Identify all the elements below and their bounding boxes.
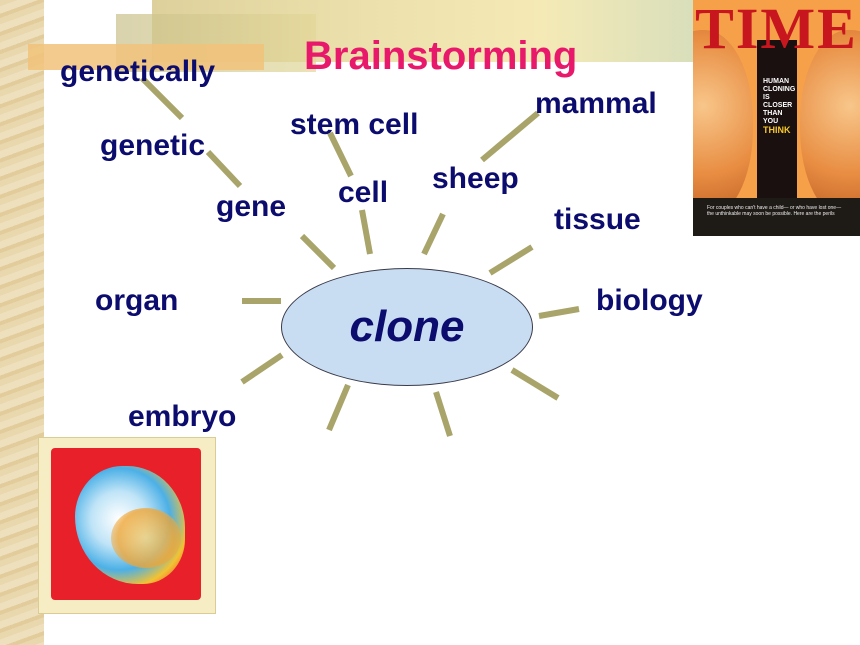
ray-genetic [205, 149, 243, 189]
word-genetic: genetic [100, 129, 206, 162]
word-tissue: tissue [554, 203, 641, 236]
word-mammal: mammal [535, 87, 657, 120]
ray-bottom-center [433, 391, 453, 437]
ray-genetically [139, 75, 185, 121]
word-embryo: embryo [128, 400, 237, 433]
ray-gene [299, 233, 337, 271]
magazine-footer-text: For couples who can't have a child— or w… [707, 205, 842, 217]
ray-stem-cell [327, 131, 354, 178]
word-sheep: sheep [432, 162, 519, 195]
word-cell: cell [338, 176, 389, 209]
center-ellipse: clone [281, 268, 533, 386]
cell-nucleus [111, 508, 181, 568]
word-organ: organ [95, 284, 179, 317]
ray-sheep [421, 212, 446, 256]
magazine-masthead: TIME [695, 0, 858, 61]
header-orange-strip [28, 44, 264, 70]
ray-bottom-left [326, 383, 351, 432]
ray-embryo [240, 352, 284, 385]
word-biology: biology [596, 284, 703, 317]
word-stem-cell: stem cell [290, 108, 419, 141]
word-genetically: genetically [60, 55, 216, 88]
magazine-headline: HUMAN CLONING IS CLOSER THAN YOU THINK [763, 78, 796, 135]
parchment-border [0, 0, 44, 645]
cell-photo-frame [51, 448, 201, 600]
word-gene: gene [216, 190, 287, 223]
center-word: clone [349, 302, 465, 351]
time-magazine-cover-image: TIME HUMAN CLONING IS CLOSER THAN YOU TH… [693, 0, 860, 236]
ray-mammal [480, 110, 540, 163]
cell-embryo-image [38, 437, 216, 614]
cover-dark-gap [757, 40, 797, 220]
slide-title: Brainstorming [304, 34, 578, 78]
ray-tissue [488, 244, 534, 276]
ray-biology [538, 306, 580, 319]
ray-bottom-right [510, 367, 560, 401]
magazine-footer-band [693, 198, 860, 236]
ray-cell [359, 209, 373, 255]
